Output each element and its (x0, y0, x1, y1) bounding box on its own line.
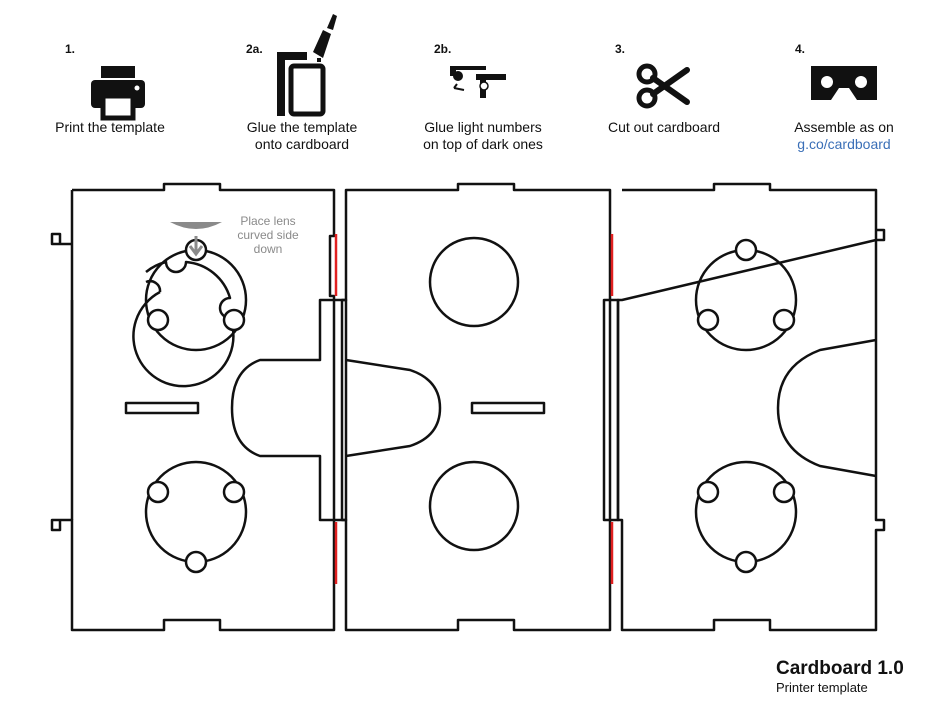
brand-block: Cardboard 1.0 Printer template (776, 658, 904, 695)
step-4: 4. Assemble as on g.co/cardboard (759, 42, 929, 157)
down-arrow-icon (188, 236, 204, 257)
panel-2-outline (340, 182, 612, 632)
step-caption: Glue light numbers on top of dark ones (423, 119, 543, 152)
step-number: 2b. (434, 42, 452, 56)
brand-title: Cardboard 1.0 (776, 658, 904, 679)
align-corners-icon (450, 66, 506, 98)
cardboard-link[interactable]: g.co/cardboard (797, 136, 891, 152)
lens-note: Place lens curved side down (237, 214, 299, 256)
printer-icon (91, 66, 145, 121)
scissors-icon (636, 63, 690, 109)
step-caption: Glue the template onto cardboard (246, 119, 358, 152)
lens-hole (428, 460, 520, 552)
lens-hole (694, 460, 798, 564)
step-1: 1. Print the template (25, 42, 195, 157)
step-number: 1. (65, 42, 76, 56)
slot (124, 401, 200, 415)
viewer-icon (811, 66, 877, 100)
nose-cutout (776, 338, 877, 478)
nose-cutout (230, 298, 348, 522)
step-caption: Print the template (55, 119, 165, 135)
step-number: 4. (795, 42, 806, 56)
step-number: 2a. (246, 42, 263, 56)
lens-hole (144, 460, 248, 564)
step-2b: 2b. Glue light numbers on top of dark on… (398, 42, 568, 157)
lens-hole (694, 248, 798, 352)
panel-1-outline (50, 182, 336, 632)
step-2a: 2a. Glue the template onto cardboard (217, 14, 387, 157)
step-caption: Assemble as on g.co/cardboard (759, 119, 929, 153)
glue-icon (277, 14, 337, 117)
step-number: 3. (615, 42, 626, 56)
slot (470, 401, 546, 415)
brand-subtitle: Printer template (776, 680, 868, 695)
lens-hole (428, 236, 520, 328)
strip-slot (602, 298, 620, 522)
step-3: 3. Cut out cardboard (579, 42, 749, 157)
step-caption: Cut out cardboard (607, 119, 721, 135)
lens-shape (170, 222, 222, 229)
